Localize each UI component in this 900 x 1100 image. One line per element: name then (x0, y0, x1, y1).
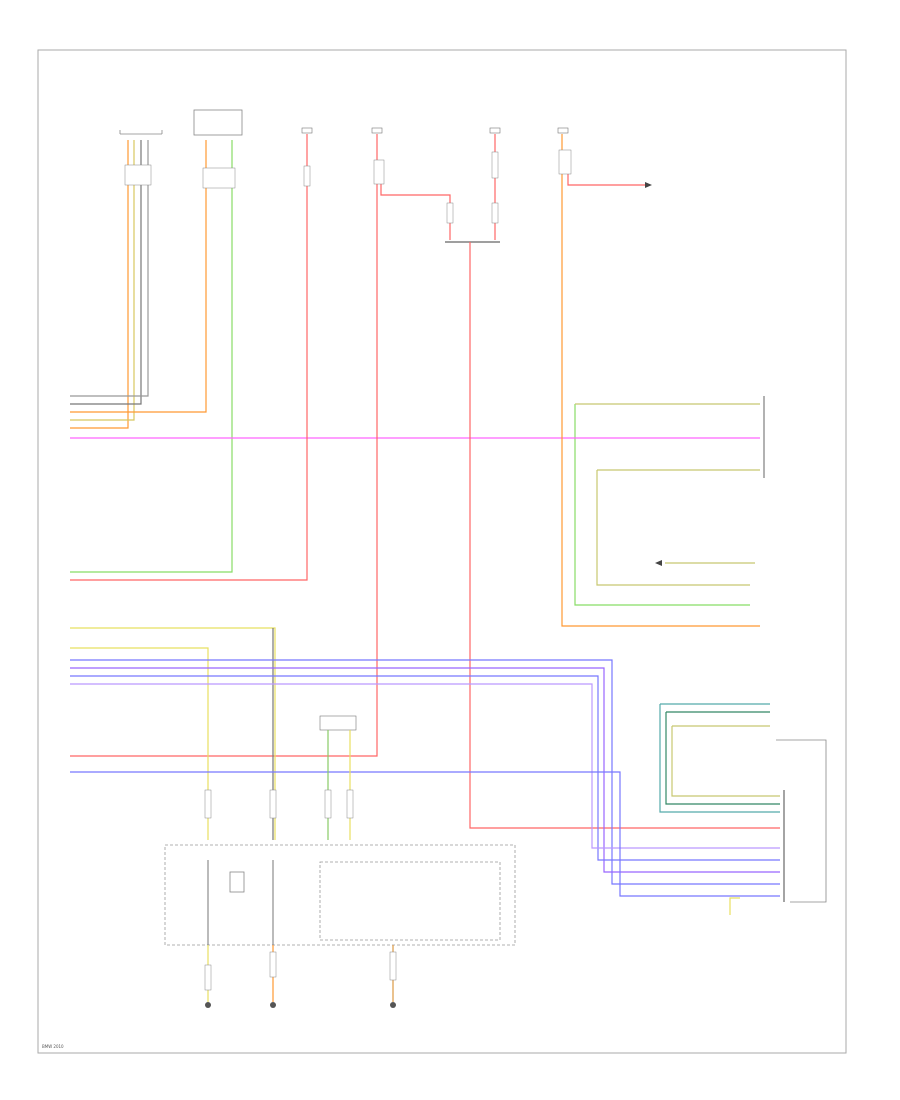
wire-orange-2 (70, 140, 207, 413)
wire-gray-1 (70, 140, 142, 405)
wire-yellow-4 (729, 897, 740, 915)
connector-block-mid (319, 715, 357, 731)
wire-red-5 (469, 242, 780, 829)
wire-yellow-1 (70, 140, 135, 421)
right-module-outline (776, 739, 827, 903)
ground-icon (270, 1002, 276, 1008)
wire-yellow-3 (70, 647, 209, 840)
wire-blue-3 (70, 771, 780, 897)
wire-darkgreen-1 (665, 712, 780, 805)
ground-icon (390, 1002, 396, 1008)
fuse-3 (489, 127, 501, 134)
wire-red-1 (70, 134, 308, 581)
fuse-4 (557, 127, 569, 134)
fuse-1 (301, 127, 313, 134)
wire-orange-3 (561, 134, 760, 627)
wire-red-6 (567, 170, 645, 186)
fuse-2 (371, 127, 383, 134)
wire-green-1 (70, 140, 233, 573)
wire-orange-1 (70, 140, 129, 429)
headlight-module (164, 844, 516, 946)
wire-blue-2 (70, 675, 780, 861)
wire-connectors (124, 149, 572, 991)
wire-olive-5 (671, 726, 780, 797)
module-internal-part (229, 871, 245, 893)
wire-gray-2 (70, 140, 149, 397)
wire-teal-1 (659, 704, 780, 813)
wire-olive-3 (596, 470, 750, 586)
wire-green-2 (574, 404, 750, 606)
wire-red-2 (70, 134, 378, 757)
footer-code: BMW 2010 (42, 1044, 64, 1049)
wire-purple-1 (70, 667, 780, 873)
arrow-icon (645, 182, 652, 188)
ground-icon (205, 1002, 211, 1008)
diagram-frame (37, 49, 847, 1054)
wire-yellow-2 (70, 627, 276, 840)
component-box-2 (193, 109, 243, 136)
headlight-submodule (319, 861, 501, 941)
arrow-icon (655, 560, 662, 566)
component-box-1 (119, 130, 163, 135)
wire-purple-2 (70, 683, 780, 849)
